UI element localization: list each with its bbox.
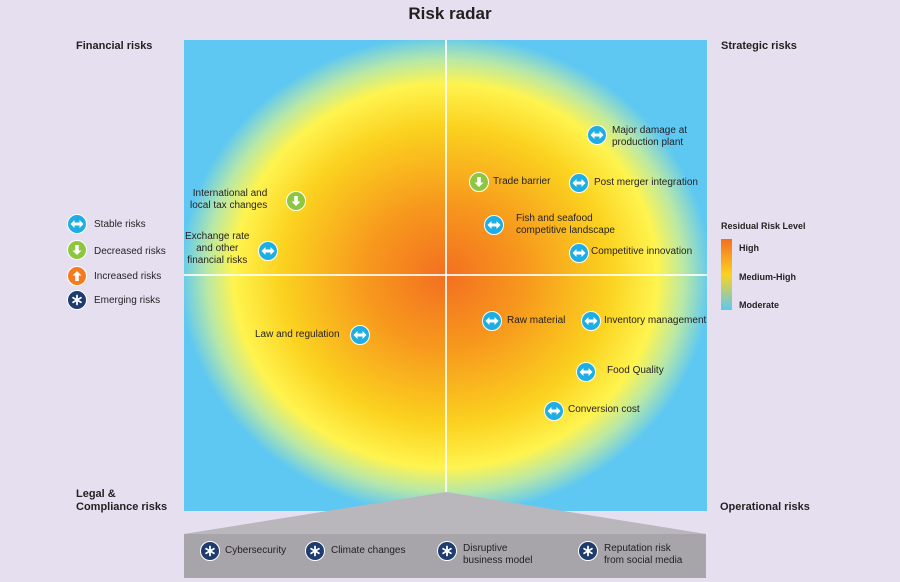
risk-label-fish-line1: Fish and seafood bbox=[516, 213, 593, 224]
quadrant-legal-line1: Legal & bbox=[76, 488, 116, 500]
risk-label-fx-line1: Exchange rate bbox=[185, 231, 250, 242]
double-arrow-icon bbox=[581, 311, 601, 331]
page-title: Risk radar bbox=[408, 4, 492, 23]
double-arrow-icon bbox=[587, 125, 607, 145]
asterisk-icon bbox=[67, 290, 87, 310]
risk-label-fish-line2: competitive landscape bbox=[516, 225, 615, 236]
double-arrow-icon bbox=[569, 243, 589, 263]
down-arrow-icon bbox=[286, 191, 306, 211]
quadrant-strategic-label: Strategic risks bbox=[721, 40, 797, 52]
risk-label-damage-line1: Major damage at bbox=[612, 125, 688, 136]
asterisk-icon bbox=[578, 541, 598, 561]
double-arrow-icon bbox=[67, 214, 87, 234]
quadrant-legal-line2: Compliance risks bbox=[76, 501, 168, 513]
emerging-disruptive-line2: business model bbox=[463, 555, 533, 566]
legend-stable: Stable risks bbox=[94, 219, 146, 230]
risk-label-conversion: Conversion cost bbox=[568, 404, 640, 415]
risk-label-fish: Fish and seafood competitive landscape bbox=[516, 213, 615, 237]
risk-label-damage-line2: production plant bbox=[612, 137, 684, 148]
risk-label-innovation: Competitive innovation bbox=[591, 246, 693, 257]
risk-label-fx-line3: financial risks bbox=[187, 255, 248, 266]
double-arrow-icon bbox=[258, 241, 278, 261]
risk-label-tax-line2: local tax changes bbox=[190, 200, 268, 211]
risk-label-tax-line1: International and bbox=[192, 188, 268, 199]
risk-label-tax: International and local tax changes bbox=[190, 188, 267, 212]
down-arrow-icon bbox=[67, 240, 87, 260]
asterisk-icon bbox=[437, 541, 457, 561]
risk-label-trade: Trade barrier bbox=[493, 176, 551, 187]
emerging-disruptive-line1: Disruptive bbox=[463, 543, 508, 554]
legend-decreased: Decreased risks bbox=[94, 246, 166, 257]
asterisk-icon bbox=[200, 541, 220, 561]
quadrant-financial-label: Financial risks bbox=[76, 40, 153, 52]
double-arrow-icon bbox=[569, 173, 589, 193]
residual-risk-gradient-bar bbox=[721, 239, 732, 310]
double-arrow-icon bbox=[482, 311, 502, 331]
emerging-reputation-line1: Reputation risk bbox=[604, 543, 671, 554]
risk-label-food: Food Quality bbox=[607, 365, 664, 376]
emerging-climate: Climate changes bbox=[331, 545, 406, 556]
residual-risk-high: High bbox=[739, 243, 759, 253]
risk-label-damage: Major damage at production plant bbox=[612, 125, 687, 149]
residual-risk-medium-high: Medium-High bbox=[739, 272, 796, 282]
residual-risk-moderate: Moderate bbox=[739, 300, 780, 310]
residual-risk-title: Residual Risk Level bbox=[721, 221, 806, 231]
asterisk-icon bbox=[305, 541, 325, 561]
emerging-reputation-line2: from social media bbox=[604, 555, 683, 566]
down-arrow-icon bbox=[469, 172, 489, 192]
double-arrow-icon bbox=[350, 325, 370, 345]
quadrant-operational-label: Operational risks bbox=[720, 501, 810, 513]
double-arrow-icon bbox=[484, 215, 504, 235]
legend-increased: Increased risks bbox=[94, 271, 162, 282]
double-arrow-icon bbox=[544, 401, 564, 421]
risk-radar-heatmap bbox=[184, 40, 707, 511]
risk-label-fx-line2: and other bbox=[196, 243, 239, 254]
risk-label-raw: Raw material bbox=[507, 315, 566, 326]
legend-emerging: Emerging risks bbox=[94, 295, 161, 306]
double-arrow-icon bbox=[576, 362, 596, 382]
emerging-reputation: Reputation risk from social media bbox=[604, 543, 682, 567]
risk-label-law: Law and regulation bbox=[255, 329, 340, 340]
risk-label-inventory: Inventory management bbox=[604, 315, 707, 326]
emerging-disruptive: Disruptive business model bbox=[463, 543, 532, 567]
up-arrow-icon bbox=[67, 266, 87, 286]
risk-label-fx: Exchange rate and other financial risks bbox=[185, 231, 250, 267]
quadrant-legal-label: Legal & Compliance risks bbox=[76, 488, 167, 514]
emerging-cyber: Cybersecurity bbox=[225, 545, 287, 556]
risk-label-merger: Post merger integration bbox=[594, 177, 698, 188]
radar-horizontal-axis bbox=[184, 274, 707, 276]
